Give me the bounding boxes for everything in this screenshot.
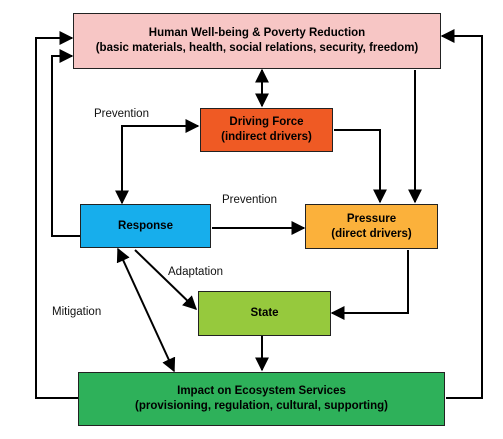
- node-response: Response: [80, 204, 211, 248]
- node-driving-subtitle: (indirect drivers): [221, 131, 312, 143]
- label-prevention-middle: Prevention: [222, 194, 277, 206]
- node-wellbeing-title: Human Well-being & Poverty Reduction: [148, 27, 366, 39]
- arrow-response-driving: [115, 119, 200, 205]
- node-impact-subtitle: (provisioning, regulation, cultural, sup…: [135, 400, 388, 412]
- node-driving-title: Driving Force: [229, 116, 304, 128]
- node-response-title: Response: [118, 219, 173, 232]
- arrow-response-state: [134, 249, 198, 310]
- label-adaptation: Adaptation: [168, 266, 223, 278]
- node-pressure-subtitle: (direct drivers): [331, 227, 412, 240]
- label-prevention-top: Prevention: [94, 108, 149, 120]
- node-impact: Impact on Ecosystem Services (provisioni…: [78, 372, 445, 426]
- node-driving-force: Driving Force (indirect drivers): [200, 108, 333, 152]
- label-mitigation: Mitigation: [52, 306, 102, 318]
- node-wellbeing: Human Well-being & Poverty Reduction (ba…: [73, 13, 441, 69]
- arrow-driving-pressure: [334, 129, 387, 204]
- node-wellbeing-subtitle: (basic materials, health, social relatio…: [95, 42, 419, 54]
- node-impact-title: Impact on Ecosystem Services: [177, 385, 346, 397]
- node-state: State: [198, 291, 331, 336]
- arrow-impact-wellbeing-right: [440, 29, 483, 399]
- arrow-pressure-state: [330, 250, 409, 320]
- node-state-title: State: [250, 307, 279, 319]
- arrow-response-impact: [116, 247, 176, 373]
- arrow-response-wellbeing: [51, 49, 80, 237]
- node-pressure-title: Pressure: [346, 212, 397, 225]
- arrow-impact-wellbeing-left: [35, 31, 78, 399]
- node-pressure: Pressure (direct drivers): [305, 204, 438, 249]
